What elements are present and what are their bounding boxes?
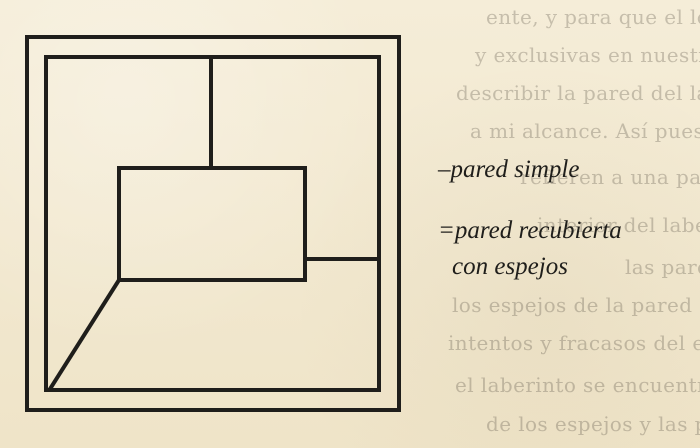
background-text-line: intentos y fracasos del estudio que real… [448,331,700,355]
central-room [117,166,307,282]
background-text-line: interior del laberinto, con vistas a la … [537,213,700,237]
legend-mirror-wall-line-2: con espejos [452,253,568,280]
legend-mirror-wall-line-1: =pared recubierta [438,217,622,244]
background-text-line: refieren a una pared recubierta de espej… [520,165,700,189]
background-text-line: el laberinto se encuentra en la confusa … [455,373,700,397]
background-text-line: de los espejos y las paredes sin solució… [486,412,700,436]
diagonal-wall [48,278,121,391]
legend-simple-wall: –pared simple [438,156,580,183]
outer-frame [25,35,401,412]
background-text-line: las paredes del laberinto y su verdadera… [625,255,700,279]
background-text-line: y exclusivas en nuestro trabajo, conocid… [475,43,700,67]
background-text-line: a mi alcance. Así pues, he dedicado mi t… [470,119,700,143]
background-text-line: los espejos de la pared de la salida y d… [452,293,700,317]
background-text-line: ente, y para que el lo ha encontrado. Pr… [486,5,700,29]
background-text-line: describir la pared del laberinto, que se [456,81,700,105]
